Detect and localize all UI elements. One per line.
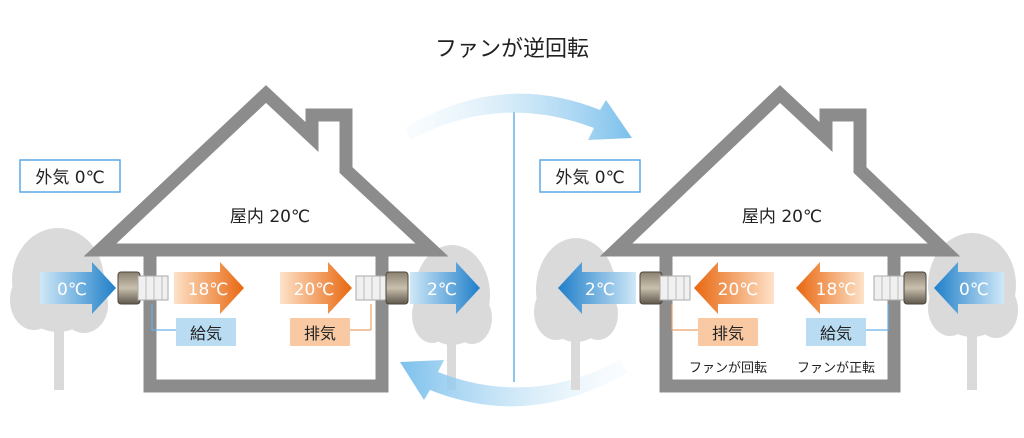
right-supply-fan-note: ファンが正転: [797, 361, 875, 376]
rotation-arrow-bottom: [400, 360, 628, 407]
right-exhaust-tag: 排気: [712, 324, 744, 343]
right-arrow-exhaust-in-label: 20℃: [718, 280, 759, 300]
right-arrow-outside-in-label: 0℃: [959, 280, 989, 300]
left-supply-tag: 給気: [190, 324, 222, 343]
left-arrow-exhaust-out-label: 2℃: [427, 280, 457, 300]
house-right-walls: [659, 243, 901, 393]
left-exhaust-tag-bg: [290, 318, 350, 346]
left-arrow-exhaust-out: 2℃: [410, 262, 480, 314]
left-indoor-label: 屋内 20℃: [230, 207, 310, 227]
right-arrow-exhaust-out: 2℃: [558, 262, 636, 314]
right-outdoor-label: 外気 0℃: [555, 168, 624, 188]
right-outdoor-label-box: 外気 0℃: [539, 159, 641, 193]
right-indoor-label: 屋内 20℃: [742, 207, 822, 227]
left-supply-tag-bg: [176, 318, 236, 346]
left-outdoor-label: 外気 0℃: [35, 168, 104, 188]
right-fan-supply: [873, 271, 927, 305]
house-left-walls: [143, 243, 389, 393]
right-arrow-outside-in: 0℃: [934, 262, 1004, 314]
right-fan-exhaust: [639, 271, 691, 305]
left-arrow-supply-in-label: 18℃: [188, 280, 229, 300]
left-arrow-supply-in: 18℃: [174, 262, 244, 314]
left-exhaust-tag: 排気: [304, 324, 336, 343]
right-exhaust-tag-bg: [698, 318, 758, 346]
left-fan-supply: [117, 271, 169, 305]
left-arrow-outside-in: 0℃: [40, 262, 116, 314]
right-supply-tag-bg: [806, 318, 866, 346]
left-arrow-outside-in-label: 0℃: [57, 280, 87, 300]
left-arrow-exhaust-in: 20℃: [280, 262, 352, 314]
left-outdoor-label-box: 外気 0℃: [19, 159, 121, 193]
left-fan-exhaust: [355, 271, 409, 305]
house-left-outline: [83, 85, 449, 257]
house-right-outline: [599, 85, 961, 257]
tree-right-outside: [928, 233, 1018, 390]
right-arrow-exhaust-out-label: 2℃: [585, 280, 615, 300]
title: ファンが逆回転: [435, 37, 589, 62]
tree-right-inside-left: [534, 238, 618, 390]
left-arrow-exhaust-in-label: 20℃: [294, 280, 335, 300]
right-arrow-supply-in: 18℃: [796, 262, 864, 314]
right-exhaust-fan-note: ファンが回転: [689, 361, 767, 376]
right-arrow-supply-in-label: 18℃: [816, 280, 857, 300]
right-arrow-exhaust-in: 20℃: [694, 262, 774, 314]
right-supply-tag: 給気: [820, 324, 852, 343]
rotation-arrow-top: [405, 93, 632, 140]
